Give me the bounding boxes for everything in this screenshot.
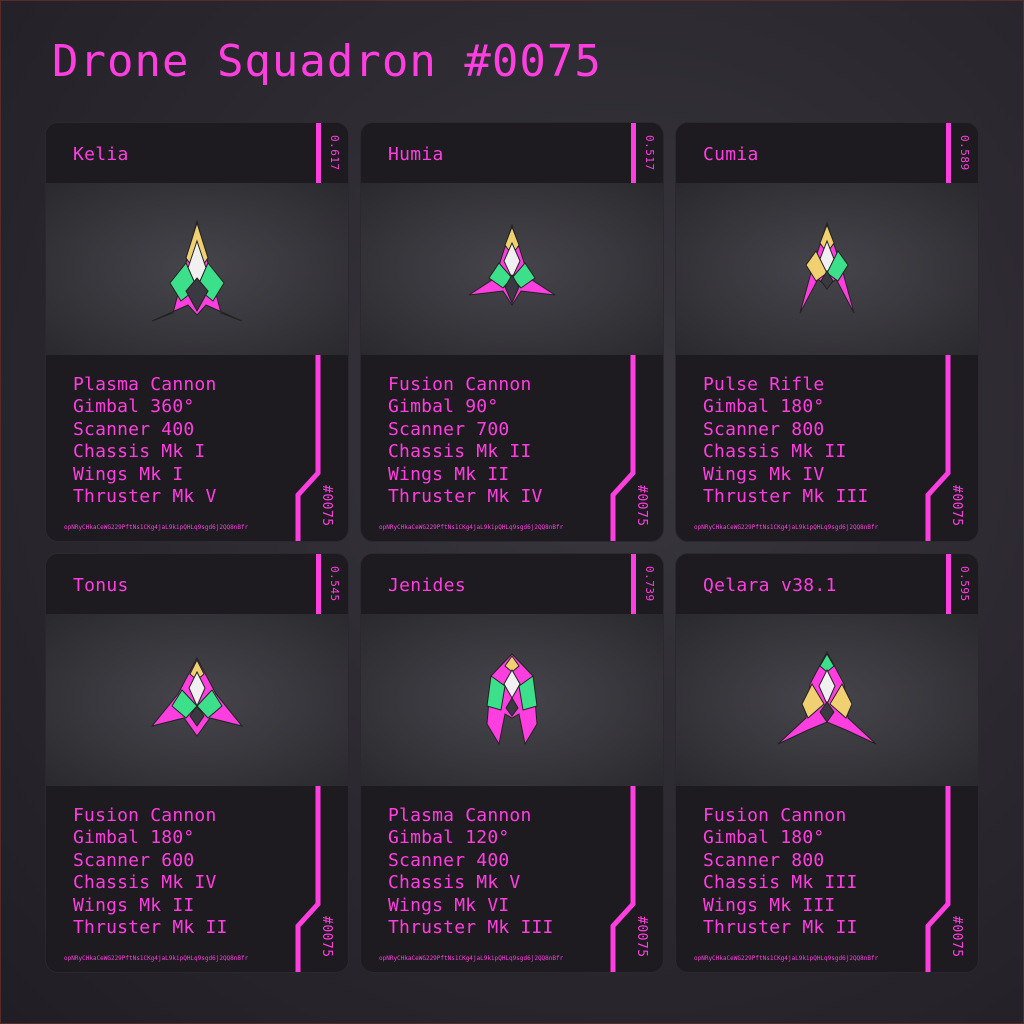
stat-chassis: Chassis Mk II [388,441,532,463]
rarity-score: 0.589 [958,135,971,171]
stat-scanner: Scanner 800 [703,849,825,871]
stat-thruster: Thruster Mk IV [388,486,543,508]
stats-list: Plasma Cannon Gimbal 360° Scanner 400 Ch… [73,374,216,508]
stat-weapon: Fusion Cannon [73,805,217,826]
stat-wings: Wings Mk I [73,463,184,485]
drone-artwork [46,614,348,786]
stat-scanner: Scanner 700 [388,418,510,440]
stat-scanner: Scanner 400 [73,418,195,440]
drone-ship-icon [150,656,244,737]
stat-chassis: Chassis Mk IV [73,872,217,894]
drone-name: Cumia [703,144,759,165]
drone-card[interactable]: Cumia 0.589 Pulse Rifle Gimbal 180° Scan… [676,123,978,541]
token-hash: opNRyCHkaCeWG229PftNs1CKg4jaL9kipQHLq9sg… [379,524,564,531]
squadron-serial: #0075 [949,916,964,958]
squadron-serial: #0075 [949,485,964,527]
squadron-serial: #0075 [634,485,649,527]
card-header [361,554,663,614]
squadron-serial: #0075 [319,916,334,958]
rarity-score: 0.617 [328,135,341,171]
drone-artwork [46,183,348,355]
card-header [676,123,978,183]
card-header [361,123,663,183]
drone-name: Kelia [73,144,129,165]
stat-gimbal: Gimbal 180° [73,827,195,849]
drone-card[interactable]: Humia 0.517 Fusion Cannon Gimbal 90° Sca… [361,123,663,541]
stat-weapon: Pulse Rifle [703,374,825,395]
card-header [46,554,348,614]
stat-thruster: Thruster Mk III [388,917,554,939]
stat-scanner: Scanner 400 [388,849,510,871]
stat-chassis: Chassis Mk V [388,872,521,894]
stat-gimbal: Gimbal 180° [703,827,825,849]
squadron-serial: #0075 [634,916,649,958]
stat-gimbal: Gimbal 360° [73,396,195,418]
drone-card[interactable]: Jenides 0.739 Plasma Cannon Gimbal 120° … [361,554,663,972]
card-header [46,123,348,183]
stat-scanner: Scanner 800 [703,418,825,440]
token-hash: opNRyCHkaCeWG229PftNs1CKg4jaL9kipQHLq9sg… [694,955,879,962]
stat-weapon: Fusion Cannon [388,374,532,395]
stat-chassis: Chassis Mk III [703,872,858,894]
token-hash: opNRyCHkaCeWG229PftNs1CKg4jaL9kipQHLq9sg… [64,955,249,962]
stat-scanner: Scanner 600 [73,849,195,871]
stat-thruster: Thruster Mk III [703,486,869,508]
stat-chassis: Chassis Mk II [703,441,847,463]
token-hash: opNRyCHkaCeWG229PftNs1CKg4jaL9kipQHLq9sg… [379,955,564,962]
token-hash: opNRyCHkaCeWG229PftNs1CKg4jaL9kipQHLq9sg… [64,524,249,531]
stat-weapon: Fusion Cannon [703,805,847,826]
drone-ship-icon [468,223,556,306]
drone-card[interactable]: Kelia 0.617 Plasma Cannon Gimbal 360° Sc… [46,123,348,541]
rarity-score: 0.739 [643,566,656,602]
drone-artwork [361,183,663,355]
stat-gimbal: Gimbal 90° [388,396,499,418]
stats-list: Fusion Cannon Gimbal 180° Scanner 600 Ch… [73,805,228,939]
drone-name: Tonus [73,575,129,596]
stats-list: Pulse Rifle Gimbal 180° Scanner 800 Chas… [703,374,869,508]
card-header [676,554,978,614]
page-title: Drone Squadron #0075 [52,36,602,87]
drone-card[interactable]: Tonus 0.545 Fusion Cannon Gimbal 180° Sc… [46,554,348,972]
stat-wings: Wings Mk II [388,463,510,485]
drone-ship-icon [151,219,243,322]
stats-list: Fusion Cannon Gimbal 90° Scanner 700 Cha… [388,374,543,508]
stat-weapon: Plasma Cannon [388,805,532,826]
rarity-score: 0.517 [643,135,656,171]
stat-wings: Wings Mk IV [703,463,825,485]
stat-wings: Wings Mk II [73,894,195,916]
stats-list: Fusion Cannon Gimbal 180° Scanner 800 Ch… [703,805,858,939]
stats-list: Plasma Cannon Gimbal 120° Scanner 400 Ch… [388,805,554,939]
squadron-serial: #0075 [319,485,334,527]
stat-wings: Wings Mk VI [388,894,510,916]
drone-artwork [676,183,978,355]
drone-name: Qelara v38.1 [703,575,837,596]
stat-thruster: Thruster Mk II [73,917,228,939]
stat-gimbal: Gimbal 180° [703,396,825,418]
drone-artwork [361,614,663,786]
stat-wings: Wings Mk III [703,894,836,916]
stat-thruster: Thruster Mk V [73,486,217,508]
rarity-score: 0.595 [958,566,971,602]
stat-thruster: Thruster Mk II [703,917,858,939]
token-hash: opNRyCHkaCeWG229PftNs1CKg4jaL9kipQHLq9sg… [694,524,879,531]
drone-ship-icon [799,221,855,314]
stat-weapon: Plasma Cannon [73,374,217,395]
drone-name: Humia [388,144,444,165]
drone-artwork [676,614,978,786]
stat-gimbal: Gimbal 120° [388,827,510,849]
stat-chassis: Chassis Mk I [73,441,206,463]
drone-ship-icon [486,653,538,746]
drone-card[interactable]: Qelara v38.1 0.595 Fusion Cannon Gimbal … [676,554,978,972]
drone-ship-icon [777,650,877,745]
drone-name: Jenides [388,575,466,596]
rarity-score: 0.545 [328,566,341,602]
